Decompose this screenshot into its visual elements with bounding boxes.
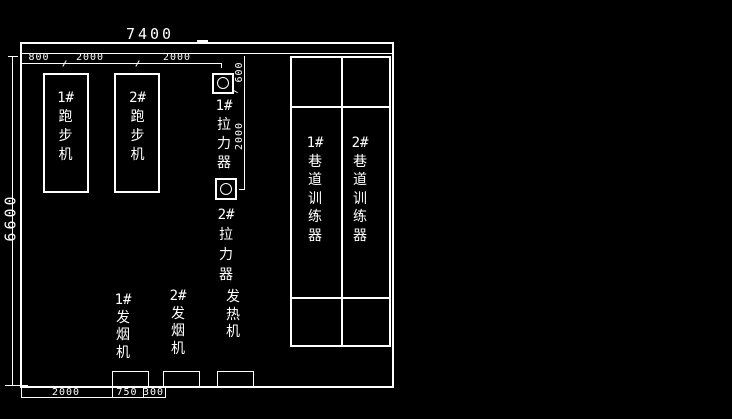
dim-line-puller-chain	[244, 56, 245, 190]
dim-tick-left-top	[8, 56, 18, 57]
dim-tick-top-center	[197, 40, 208, 42]
puller-1-circle	[217, 77, 229, 89]
dim-total-height: 6600	[1, 193, 20, 242]
dim-bottom-seg-750: 750	[116, 387, 138, 398]
tunnel-trainer-2-label: 2# 巷 道 训 练 器	[351, 135, 369, 244]
treadmill-2-label: 2# 跑 步 机	[129, 90, 146, 163]
heater-footprint	[217, 371, 254, 387]
dim-line-top-chain	[21, 63, 222, 64]
dim-hook-puller-chain	[239, 189, 245, 190]
dim-tick-bottom-2000	[112, 387, 113, 398]
wall-top-inner	[20, 53, 394, 54]
heater-label: 发 热 机	[226, 289, 240, 340]
dim-tick-bottom-300	[165, 387, 166, 398]
dim-bottom-seg-2000: 2000	[51, 387, 81, 398]
treadmill-1-outline	[43, 73, 89, 193]
puller-1-outline	[212, 73, 234, 94]
puller-2-circle	[220, 183, 232, 195]
smoke-machine-2-footprint	[163, 371, 200, 387]
treadmill-2-outline	[114, 73, 160, 193]
wall-left	[20, 42, 22, 388]
puller-2-label: 2# 拉 力 器	[217, 207, 235, 283]
dim-tick-bottom-750	[143, 387, 144, 398]
wall-bottom	[20, 386, 394, 388]
dim-line-bottom-chain	[21, 397, 166, 398]
wall-top-outer	[20, 42, 394, 44]
dim-top-seg-2000a: 2000	[76, 52, 105, 63]
tunnel-trainer-top-rail	[290, 106, 391, 108]
tunnel-trainer-outline	[290, 56, 391, 347]
treadmill-1-label: 1# 跑 步 机	[57, 90, 74, 163]
dim-top-seg-800: 800	[28, 52, 50, 63]
dim-hook-top-chain	[221, 63, 222, 68]
dim-bottom-seg-300: 300	[143, 387, 165, 398]
dim-right-seg-600: 600	[234, 61, 245, 83]
smoke-machine-1-footprint	[112, 371, 149, 387]
tunnel-trainer-1-label: 1# 巷 道 训 练 器	[306, 135, 324, 244]
puller-1-label: 1# 拉 力 器	[215, 98, 233, 171]
smoke-machine-2-label: 2# 发 烟 机	[169, 288, 187, 357]
dim-top-seg-2000b: 2000	[163, 52, 192, 63]
dim-total-width: 7400	[125, 25, 175, 43]
tunnel-trainer-bottom-rail	[290, 297, 391, 299]
puller-2-outline	[215, 178, 237, 200]
smoke-machine-1-label: 1# 发 烟 机	[114, 292, 132, 361]
dim-tick-bottom-left	[21, 387, 22, 398]
dim-line-left	[12, 57, 13, 385]
wall-right	[392, 42, 394, 388]
tunnel-trainer-divider	[341, 56, 343, 347]
dim-tick-left-bottom	[5, 385, 28, 386]
